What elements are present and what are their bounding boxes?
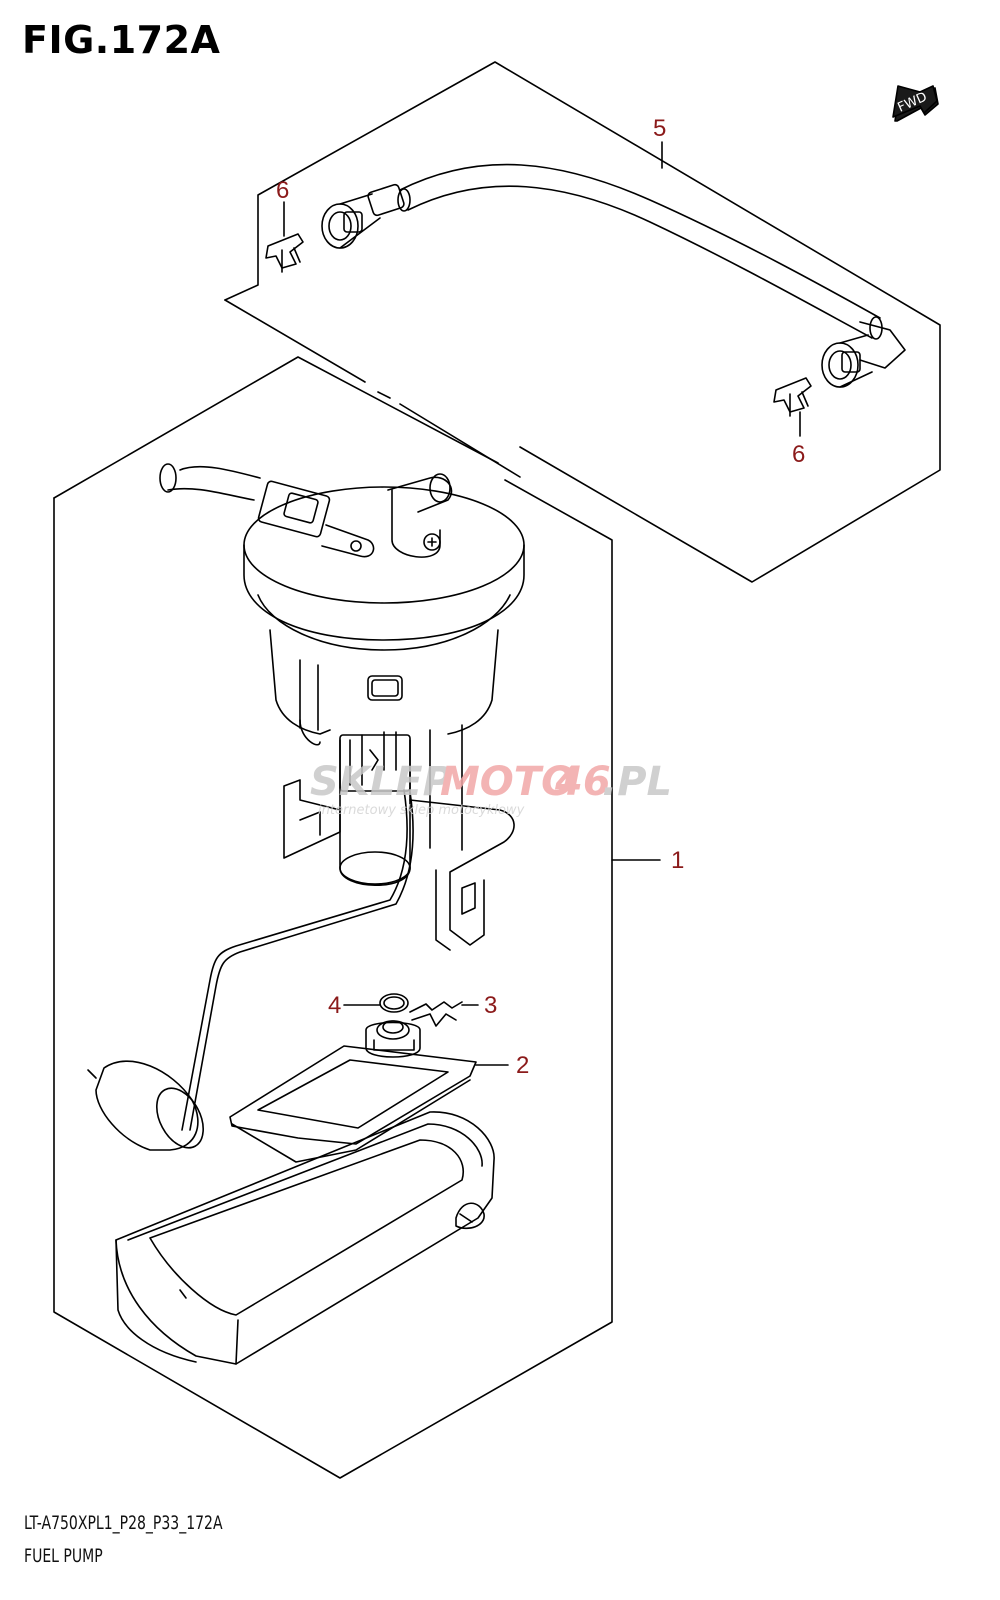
watermark-brand-mid: MOTO	[440, 759, 575, 805]
figure-name: FUEL PUMP	[24, 1545, 103, 1567]
watermark: SKLEP MOTO 46 .PL internetowy sklep moto…	[310, 759, 672, 818]
fuel-reservoir	[115, 1111, 495, 1365]
watermark-tagline: internetowy sklep motocyklowy	[318, 803, 525, 818]
hose-clip-top	[265, 233, 304, 273]
callout-5: 5	[653, 115, 666, 142]
figure-title: FIG.172A	[22, 18, 221, 62]
retaining-clip	[409, 1001, 463, 1027]
fuel-level-float	[87, 789, 414, 1151]
figure-code: LT-A750XPL1_P28_P33_172A	[24, 1512, 223, 1534]
o-ring	[379, 993, 409, 1013]
leader-lines	[283, 141, 801, 1066]
callout-6-top: 6	[276, 177, 289, 204]
watermark-brand-tld: .PL	[602, 759, 672, 805]
callout-3: 3	[484, 992, 497, 1019]
watermark-brand-left: SKLEP	[310, 759, 452, 805]
callout-labels: 5 6 6 1 4 3 2	[276, 115, 805, 1079]
fuel-pump-body	[159, 463, 525, 951]
hose-assembly-frame	[224, 61, 941, 583]
watermark-brand-num: 46	[554, 759, 611, 805]
hose-clip-bottom	[773, 377, 812, 417]
fuel-pump-assembly-frame	[53, 356, 661, 1479]
callout-2: 2	[516, 1052, 529, 1079]
callout-1: 1	[671, 847, 684, 874]
callout-6-bottom: 6	[792, 441, 805, 468]
fwd-arrow-icon: FWD	[892, 85, 939, 122]
fuel-hose	[321, 163, 906, 388]
fuel-filter	[229, 1020, 477, 1163]
callout-4: 4	[328, 992, 341, 1019]
